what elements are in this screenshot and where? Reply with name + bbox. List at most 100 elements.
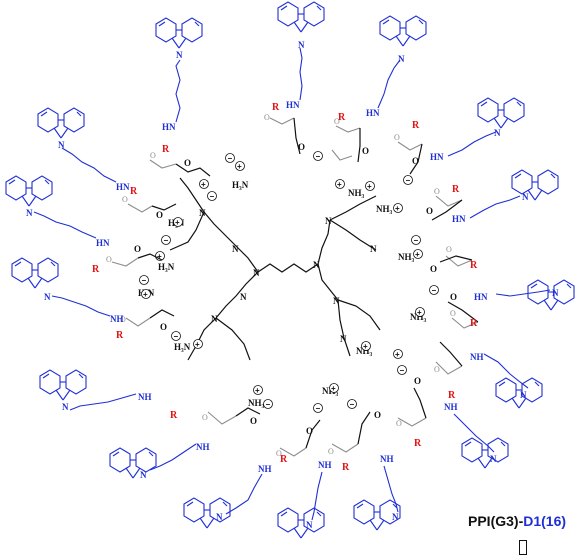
negative-charge: − (347, 399, 357, 409)
nh3-label: NH₃ (348, 188, 365, 198)
negative-charge: − (403, 175, 413, 185)
svg-text:N: N (392, 512, 399, 522)
positive-charge: + (335, 179, 345, 189)
o-atom: O (426, 206, 433, 216)
svg-text:N: N (520, 390, 527, 400)
r-label: R (280, 454, 288, 465)
r-label: R (470, 318, 478, 329)
svg-text:+: + (367, 182, 372, 191)
o-atom: O (394, 133, 400, 142)
r-groups: R R R R R R R R R R R R R R R (92, 102, 478, 473)
nh3-label: NH₃ (376, 204, 393, 214)
positive-charge: + (141, 289, 151, 299)
r-label: R (470, 260, 478, 271)
carbazole-unit: N (39, 369, 87, 412)
positive-charge: + (235, 161, 245, 171)
svg-text:N: N (44, 292, 51, 302)
o-atom: O (120, 315, 126, 324)
negative-charge: − (225, 153, 235, 163)
r-label: R (448, 390, 456, 401)
nh-label: HN (286, 100, 300, 110)
nh3-label: NH₃ (398, 252, 415, 262)
carbazole-unit: N (511, 169, 559, 202)
carbazole-unit: N (527, 279, 575, 311)
negative-charge: − (411, 235, 421, 245)
o-atom: O (106, 255, 112, 264)
svg-text:N: N (58, 140, 65, 150)
svg-text:−: − (210, 192, 215, 201)
nh-label: NH (110, 314, 124, 324)
nh-label: NH (380, 454, 394, 464)
svg-text:+: + (157, 252, 162, 261)
svg-text:+: + (237, 162, 242, 171)
o-atom: O (160, 322, 167, 332)
nh3-label: NH₃ (248, 398, 265, 408)
positive-charge: + (415, 307, 425, 317)
positive-charge: + (193, 339, 203, 349)
nh3-label: H₃N (158, 262, 175, 272)
svg-text:N: N (398, 54, 405, 64)
o-atom: O (414, 376, 421, 386)
svg-text:N: N (62, 402, 69, 412)
svg-text:N: N (176, 50, 183, 60)
svg-text:+: + (415, 250, 420, 259)
o-atom: O (156, 210, 163, 220)
nh-label: HN (474, 292, 488, 302)
svg-text:+: + (143, 290, 148, 299)
carbazole-unit: N (461, 437, 509, 469)
o-atom: O (334, 117, 340, 126)
nh-label: NH (138, 392, 152, 402)
carbazole-units: N N N N N N N N N N N N N N N N (5, 1, 575, 539)
svg-text:+: + (363, 342, 368, 351)
svg-text:N: N (298, 40, 305, 50)
o-atom: O (134, 244, 141, 254)
r-label: R (338, 112, 346, 123)
nh-label: HN (116, 182, 130, 192)
positive-charge: + (361, 341, 371, 351)
nh3-label: H₃N (174, 342, 191, 352)
carbazole-unit: N (477, 97, 525, 138)
positive-charge: + (173, 217, 183, 227)
svg-text:N: N (140, 470, 147, 480)
negative-charge: − (161, 235, 171, 245)
positive-charge: + (393, 203, 403, 213)
negative-charge: − (313, 151, 323, 161)
positive-charge: + (199, 179, 209, 189)
n-atom: N (211, 314, 218, 324)
r-label: R (272, 102, 280, 113)
negative-charge: − (207, 191, 217, 201)
positive-charge: + (365, 181, 375, 191)
svg-text:+: + (395, 204, 400, 213)
carbazole-unit: N (277, 507, 325, 539)
svg-text:−: − (316, 152, 321, 161)
ammonium-labels: H₃N H₃N H₃N H₃N H₃N NH₃ NH₃ NH₃ NH₃ NH₃ … (138, 180, 427, 408)
svg-text:+: + (395, 350, 400, 359)
o-atom: O (412, 156, 419, 166)
o-atom: O (374, 410, 381, 420)
r-label: R (342, 462, 350, 473)
r-label: R (414, 438, 422, 449)
n-atom: N (199, 208, 206, 218)
r-label: R (92, 264, 100, 275)
svg-text:−: − (266, 400, 271, 409)
negative-charge: − (263, 399, 273, 409)
r-label: R (130, 186, 138, 197)
negative-charge: − (397, 365, 407, 375)
svg-text:N: N (306, 520, 313, 530)
positive-charge: + (393, 349, 403, 359)
caption-dendron-name: D1(16) (523, 513, 567, 529)
carbazole-unit: N (379, 15, 427, 64)
n-atom: N (340, 334, 347, 344)
ester-oxygens: O O O O O O O O O O O O O O O O O O O O … (106, 113, 457, 458)
svg-text:−: − (414, 236, 419, 245)
negative-charge: − (429, 285, 439, 295)
svg-text:N: N (26, 208, 33, 218)
svg-text:+: + (255, 386, 260, 395)
carbazole-unit: N (353, 499, 401, 531)
nh3-label: H₃N (232, 180, 249, 190)
n-atom: N (240, 292, 247, 302)
o-atom: O (306, 426, 313, 436)
text-cursor-icon (519, 540, 527, 555)
o-atom: O (396, 419, 402, 428)
svg-text:N: N (216, 512, 223, 522)
